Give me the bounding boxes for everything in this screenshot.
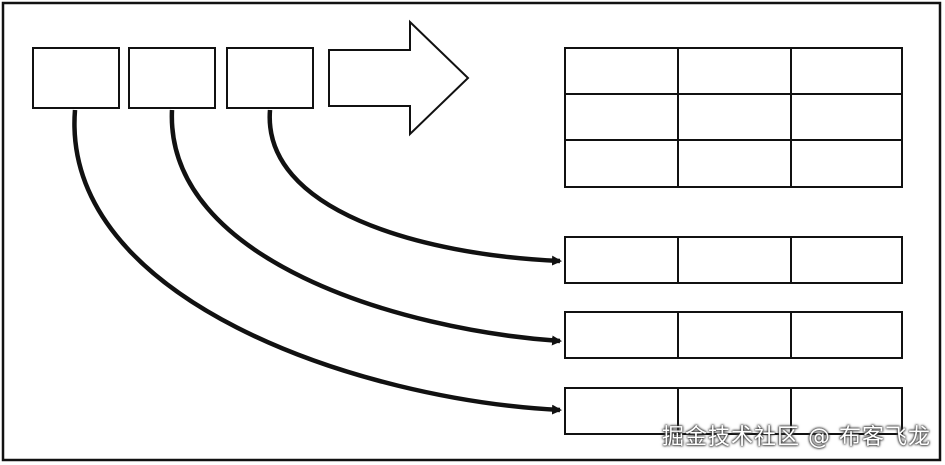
source-cell: [32, 47, 120, 109]
curved-arrow: [72, 109, 562, 415]
output-row: [564, 387, 903, 435]
curved-arrow: [169, 109, 562, 346]
source-cells: [32, 47, 314, 109]
output-row-border: [564, 311, 903, 359]
matrix-border: [564, 47, 903, 188]
watermark: 掘金技术社区 @ 布客飞龙: [662, 425, 931, 450]
right-arrow-icon: [328, 19, 470, 137]
matrix-grid: [564, 47, 903, 188]
source-cell: [226, 47, 314, 109]
output-row-border: [564, 387, 903, 435]
output-row-border: [564, 236, 903, 284]
curved-arrow: [267, 109, 562, 266]
output-row: [564, 236, 903, 284]
source-cell: [128, 47, 216, 109]
output-row: [564, 311, 903, 359]
